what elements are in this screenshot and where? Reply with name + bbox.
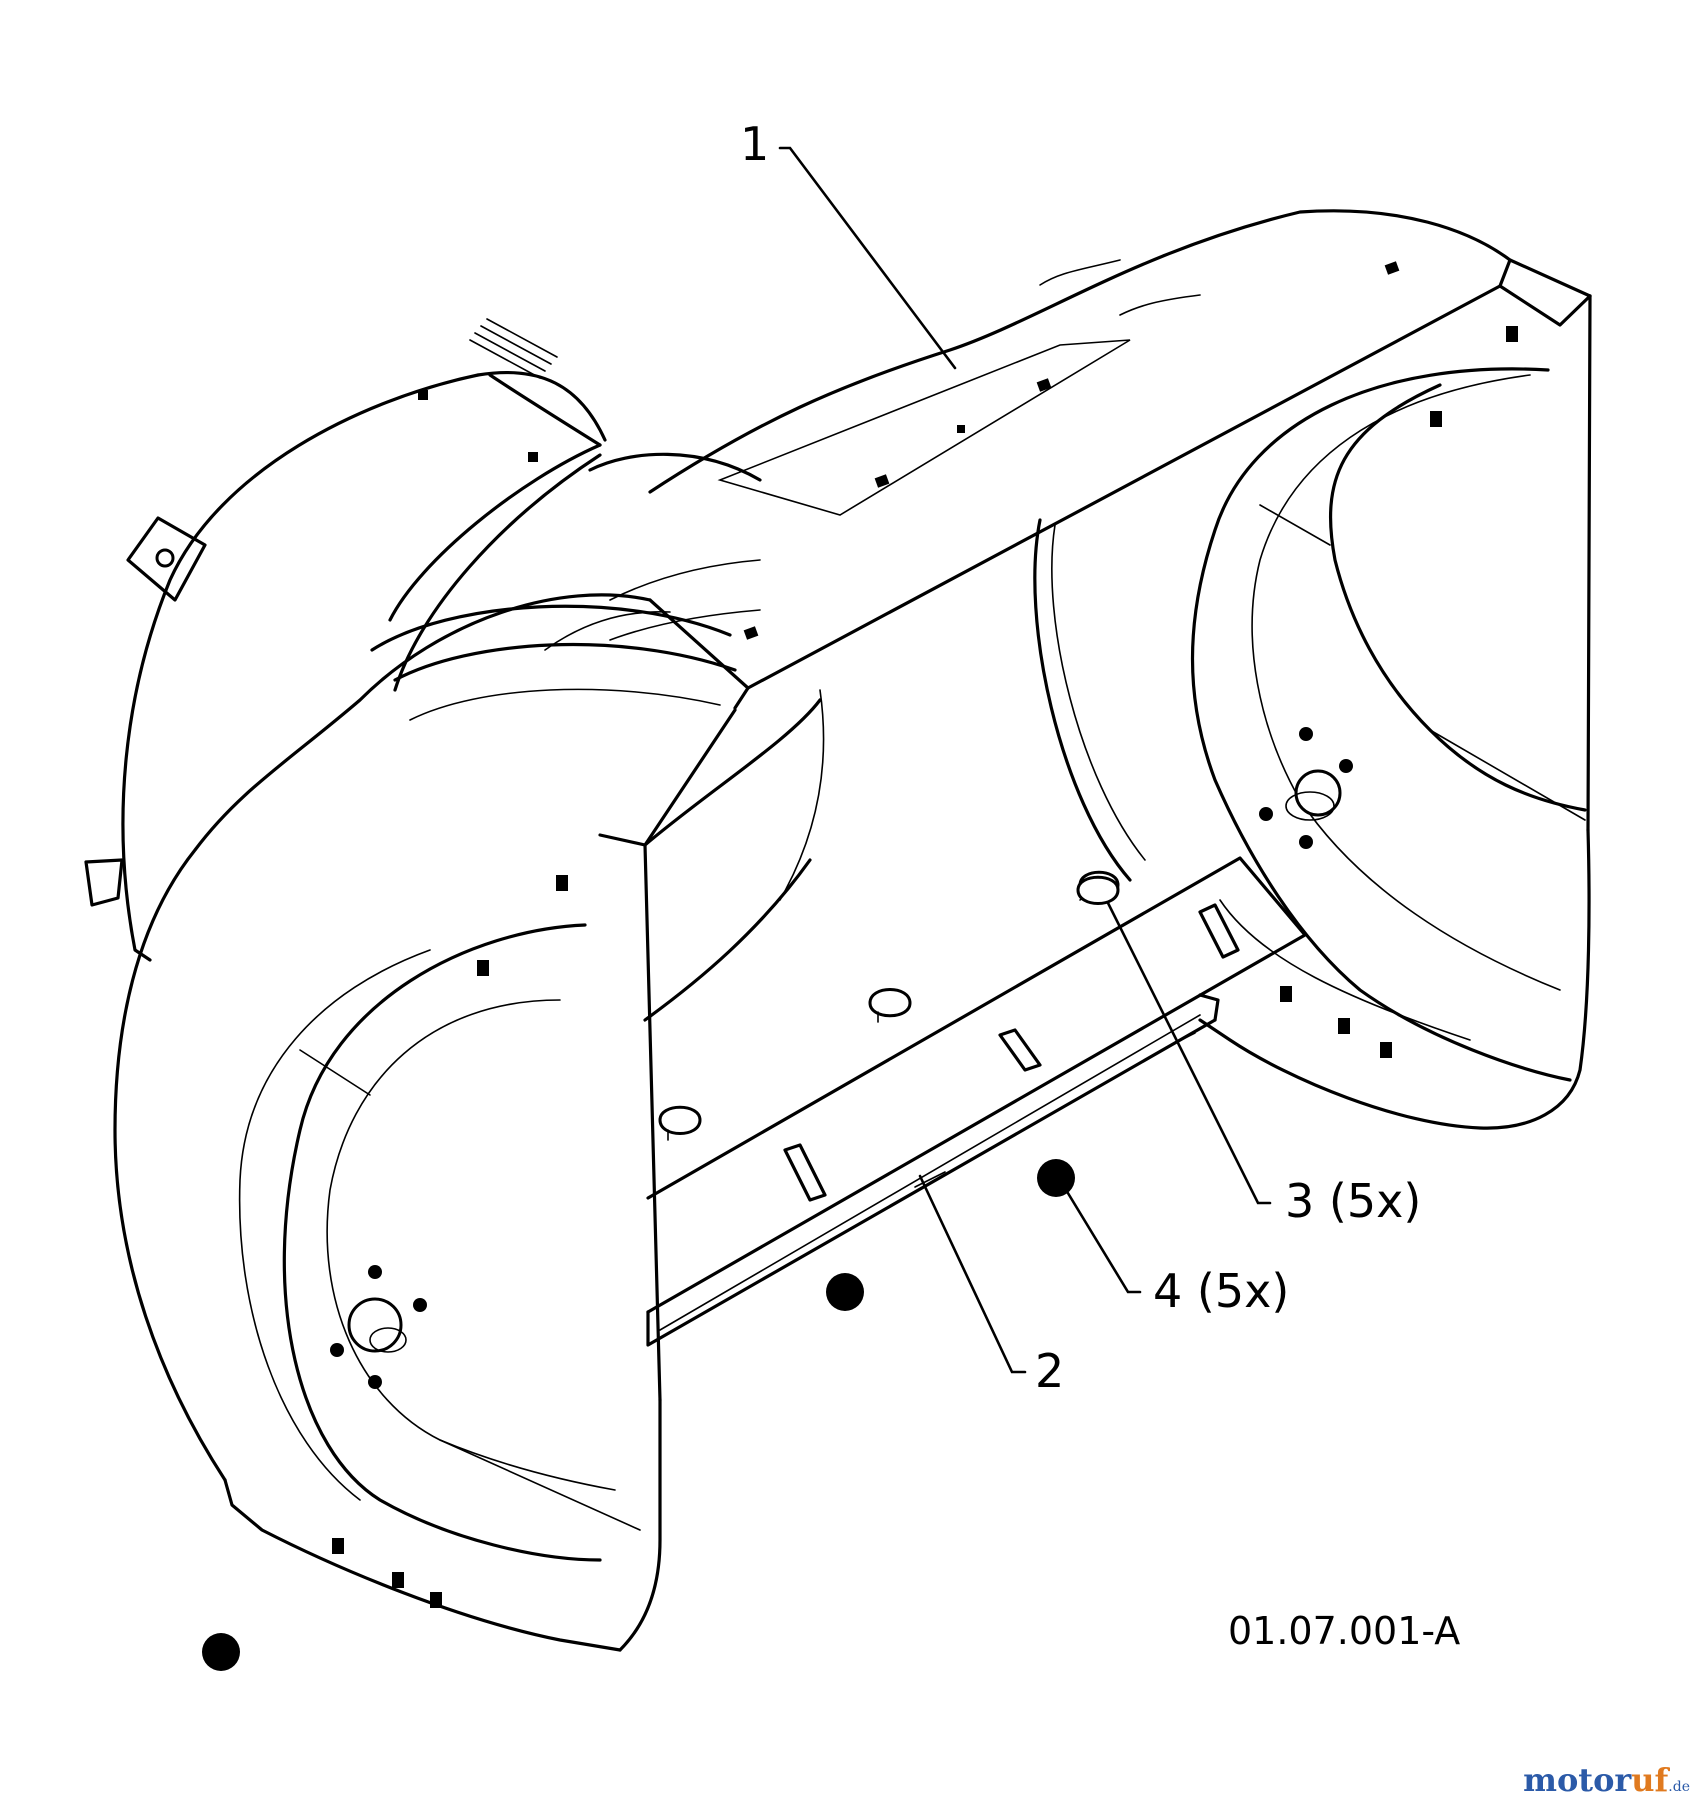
figure-reference-number: 01.07.001-A bbox=[1228, 1609, 1461, 1653]
watermark-part-1: motor bbox=[1523, 1761, 1632, 1799]
watermark-part-2: uf bbox=[1631, 1761, 1669, 1799]
callout-leaders bbox=[778, 146, 1272, 1374]
hex-nut-item-4 bbox=[202, 1159, 1075, 1671]
scraper-bar-item-2 bbox=[646, 856, 1307, 1347]
housing-frame-item-1 bbox=[544, 209, 1592, 832]
chute-dome bbox=[84, 318, 762, 962]
carriage-bolt-item-3 bbox=[1076, 875, 1120, 905]
callout-3: 3 (5x) bbox=[1285, 1174, 1422, 1228]
callout-2: 2 bbox=[1035, 1344, 1065, 1398]
watermark-suffix: .de bbox=[1668, 1779, 1690, 1795]
left-auger-drum bbox=[113, 593, 737, 1652]
right-auger-drum bbox=[1190, 326, 1591, 1130]
motoruf-watermark-logo: motoruf.de bbox=[1523, 1764, 1690, 1796]
callout-4: 4 (5x) bbox=[1153, 1264, 1290, 1318]
callout-1: 1 bbox=[740, 117, 770, 171]
housing-back-wall bbox=[643, 518, 1146, 1141]
